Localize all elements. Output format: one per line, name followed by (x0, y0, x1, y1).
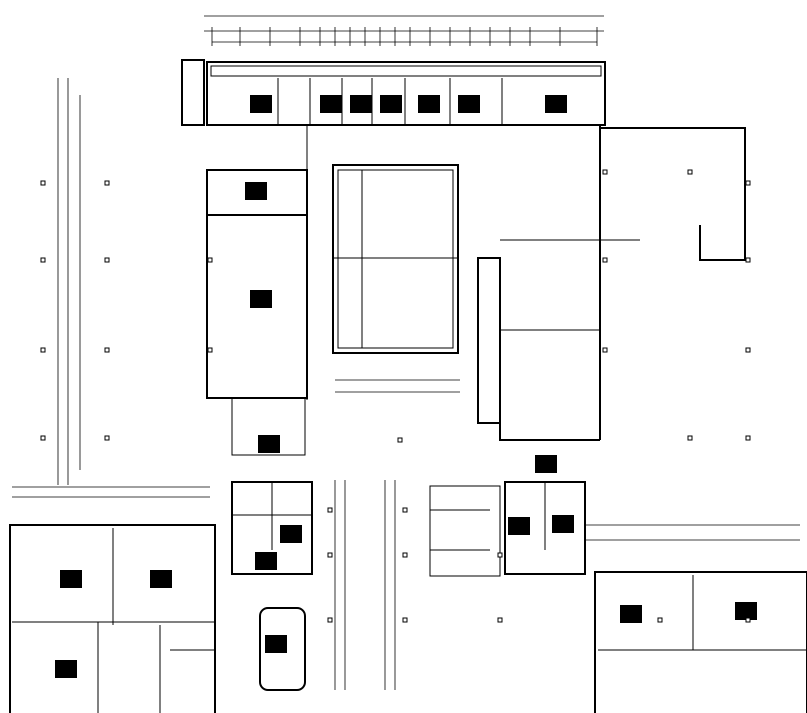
room-label-block (280, 525, 302, 543)
southeast-block (585, 524, 807, 713)
column-marker (745, 180, 751, 186)
column-marker (327, 617, 333, 623)
column-marker (745, 347, 751, 353)
top-dimension-lines (204, 15, 604, 46)
column-marker (327, 507, 333, 513)
column-marker (327, 552, 333, 558)
column-marker (745, 257, 751, 263)
north-wing (181, 59, 606, 126)
column-marker (104, 347, 110, 353)
column-marker (602, 257, 608, 263)
room-label-block (458, 95, 480, 113)
column-marker (497, 617, 503, 623)
column-marker (207, 257, 213, 263)
column-marker (657, 617, 663, 623)
column-grid (40, 169, 751, 623)
column-marker (402, 617, 408, 623)
room-label-block (320, 95, 342, 113)
room-labels (55, 95, 757, 678)
column-marker (40, 180, 46, 186)
column-marker (397, 437, 403, 443)
room-label-block (545, 95, 567, 113)
room-label-block (250, 290, 272, 308)
column-marker (602, 169, 608, 175)
room-label-block (60, 570, 82, 588)
column-marker (402, 552, 408, 558)
room-label-block (380, 95, 402, 113)
room-label-block (735, 602, 757, 620)
room-label-block (418, 95, 440, 113)
column-marker (40, 435, 46, 441)
room-label-block (535, 455, 557, 473)
column-marker (602, 347, 608, 353)
column-marker (207, 347, 213, 353)
room-label-block (265, 635, 287, 653)
room-label-block (552, 515, 574, 533)
column-marker (104, 180, 110, 186)
left-dimension-lines (12, 78, 210, 498)
room-label-block (350, 95, 372, 113)
east-wing (477, 124, 746, 441)
column-marker (497, 552, 503, 558)
room-label-block (508, 517, 530, 535)
room-label-block (258, 435, 280, 453)
southwest-block (9, 524, 216, 713)
column-marker (745, 617, 751, 623)
south-central-rooms (231, 480, 586, 691)
west-rooms (206, 125, 308, 456)
room-label-block (150, 570, 172, 588)
room-label-block (255, 552, 277, 570)
column-marker (104, 257, 110, 263)
room-label-block (55, 660, 77, 678)
central-courtyard (332, 164, 460, 393)
room-label-block (620, 605, 642, 623)
column-marker (687, 169, 693, 175)
column-marker (40, 257, 46, 263)
column-marker (104, 435, 110, 441)
room-label-block (250, 95, 272, 113)
column-marker (687, 435, 693, 441)
room-label-block (245, 182, 267, 200)
column-marker (402, 507, 408, 513)
column-marker (40, 347, 46, 353)
column-marker (745, 435, 751, 441)
